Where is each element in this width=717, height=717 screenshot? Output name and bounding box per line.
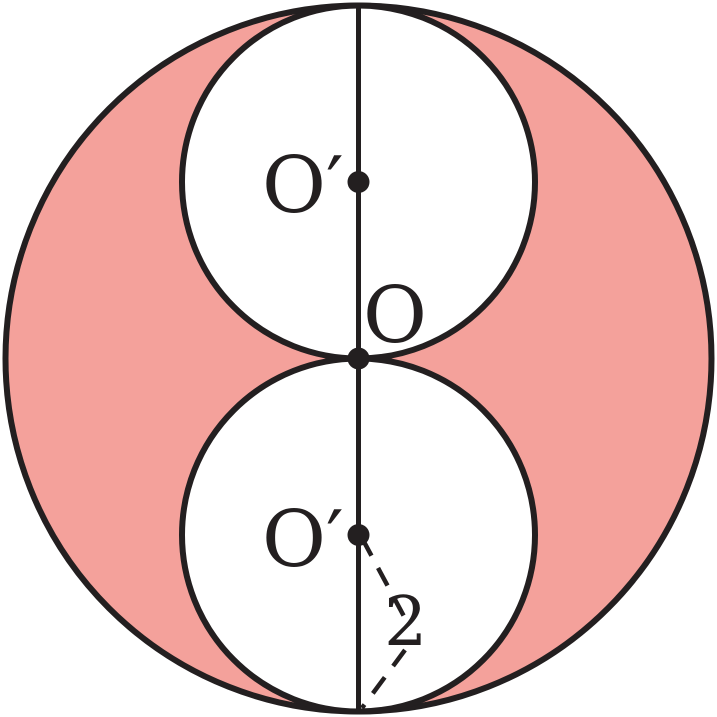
upper-center-point [347, 171, 370, 193]
radius-dashed-line [360, 536, 409, 624]
lower-center-label: O′ [262, 495, 344, 585]
main-center-point [347, 347, 370, 370]
lower-center-point [347, 524, 370, 546]
main-center-label: O [363, 271, 427, 361]
radius-dashed-line-lower [360, 648, 407, 710]
radius-value-label: 2 [384, 583, 427, 662]
upper-center-label: O′ [262, 141, 344, 231]
